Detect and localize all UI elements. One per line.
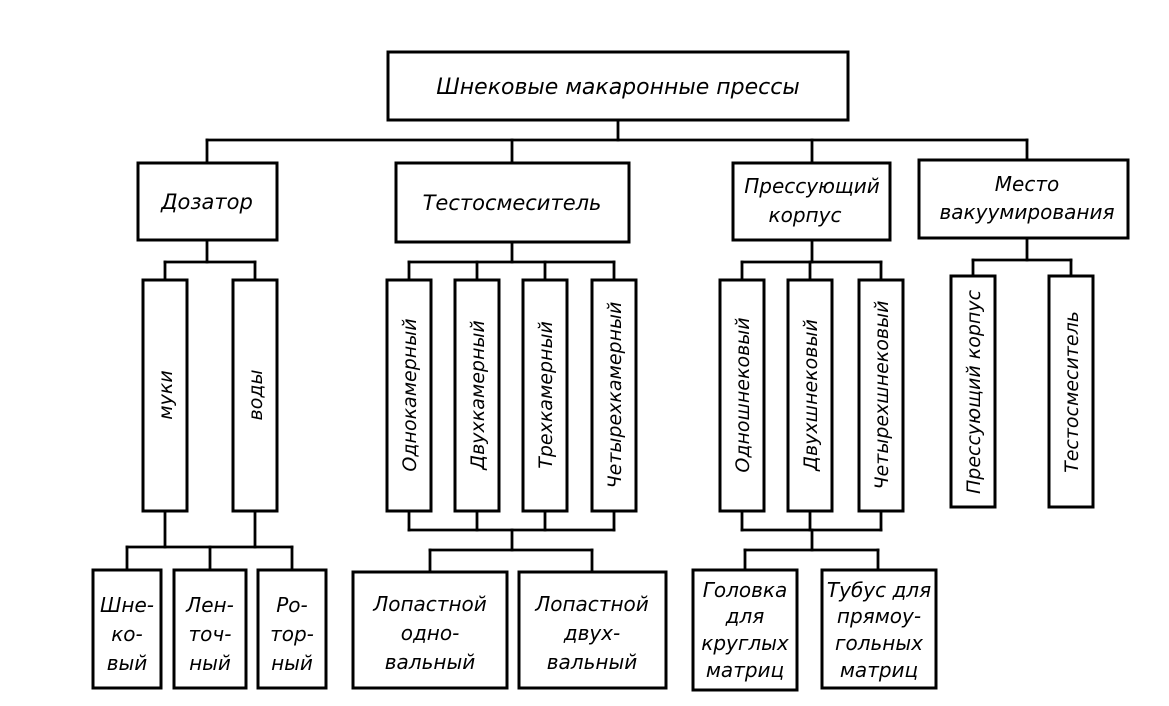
kind-line: Лопастной [372, 592, 487, 616]
mixer-type-label: Однокамерный [399, 318, 421, 471]
mixer-type-label: Четырехкамерный [604, 302, 626, 489]
dosator-type-flour: муки [141, 278, 189, 513]
vacuum-type-label: Тестосмеситель [1061, 311, 1083, 473]
kind-line: Тубус для [827, 578, 931, 602]
category-press-body: Прессующий корпус [731, 161, 892, 242]
kind-line: Головка [703, 578, 788, 602]
kind-line: круглых [701, 631, 789, 655]
kind-line: Лопастной [534, 592, 649, 616]
dosator-kind-rotary: Ро- тор- ный [256, 568, 328, 690]
kind-line: матриц [706, 658, 784, 682]
kind-line: тор- [270, 622, 314, 646]
kind-line: ко- [111, 622, 143, 646]
press-type-label: Четырехшнековый [871, 301, 893, 490]
dosator-type-water: воды [231, 278, 279, 513]
kind-line: гольных [835, 631, 923, 655]
category-dosator: Дозатор [136, 161, 279, 242]
press-type-label: Одношнековый [732, 317, 754, 472]
dosator-kind-screw: Шне- ко- вый [91, 568, 163, 690]
mixer-type-two-chamber: Двухкамерный [453, 278, 501, 513]
mixer-type-three-chamber: Трехкамерный [521, 278, 569, 513]
press-kind-round-die-head: Головка для круглых матриц [691, 568, 799, 692]
press-type-twin-screw: Двухшнековый [786, 278, 834, 513]
press-body-label-line2: корпус [769, 203, 842, 227]
kind-line: вальный [385, 650, 475, 674]
kind-line: ный [271, 651, 313, 675]
press-type-label: Двухшнековый [800, 319, 822, 472]
kind-line: ный [189, 651, 231, 675]
kind-line: вальный [547, 650, 637, 674]
vacuum-type-press-body: Прессующий корпус [949, 274, 997, 509]
mixer-kind-twin-shaft: Лопастной двух- вальный [517, 570, 668, 690]
kind-line: Ро- [276, 593, 308, 617]
kind-line: точ- [189, 622, 232, 646]
root-node: Шнековые макаронные прессы [386, 50, 850, 122]
category-vacuum: Место вакуумирования [917, 158, 1130, 240]
kind-line: прямоу- [837, 604, 921, 628]
dosator-kind-belt: Лен- точ- ный [172, 568, 248, 690]
kind-line: одно- [401, 621, 460, 645]
press-kind-rect-die-tube: Тубус для прямоу- гольных матриц [820, 568, 938, 690]
press-type-single-screw: Одношнековый [718, 278, 766, 513]
mixer-type-four-chamber: Четырехкамерный [590, 278, 638, 513]
vacuum-type-mixer: Тестосмеситель [1047, 274, 1095, 509]
press-body-label-line1: Прессующий [744, 174, 880, 198]
mixer-type-label: Трехкамерный [535, 321, 557, 469]
vacuum-label-line2: вакуумирования [940, 200, 1115, 224]
kind-line: двух- [563, 621, 621, 645]
dosator-type-label: воды [245, 370, 267, 421]
root-label: Шнековые макаронные прессы [436, 75, 799, 100]
category-mixer: Тестосмеситель [394, 161, 631, 244]
kind-line: Шне- [100, 593, 154, 617]
kind-line: для [725, 604, 765, 628]
kind-line: матриц [840, 658, 918, 682]
dosator-type-label: муки [155, 370, 177, 419]
mixer-type-label: Двухкамерный [467, 320, 489, 471]
connector-lines [125, 118, 1073, 574]
mixer-type-one-chamber: Однокамерный [385, 278, 433, 513]
kind-line: Лен- [185, 593, 234, 617]
vacuum-label-line1: Место [995, 172, 1059, 196]
dosator-label: Дозатор [160, 190, 253, 214]
press-type-four-screw: Четырехшнековый [857, 278, 905, 513]
vacuum-type-label: Прессующий корпус [963, 289, 985, 494]
mixer-label: Тестосмеситель [423, 191, 602, 215]
kind-line: вый [107, 651, 148, 675]
mixer-kind-single-shaft: Лопастной одно- вальный [351, 570, 509, 690]
